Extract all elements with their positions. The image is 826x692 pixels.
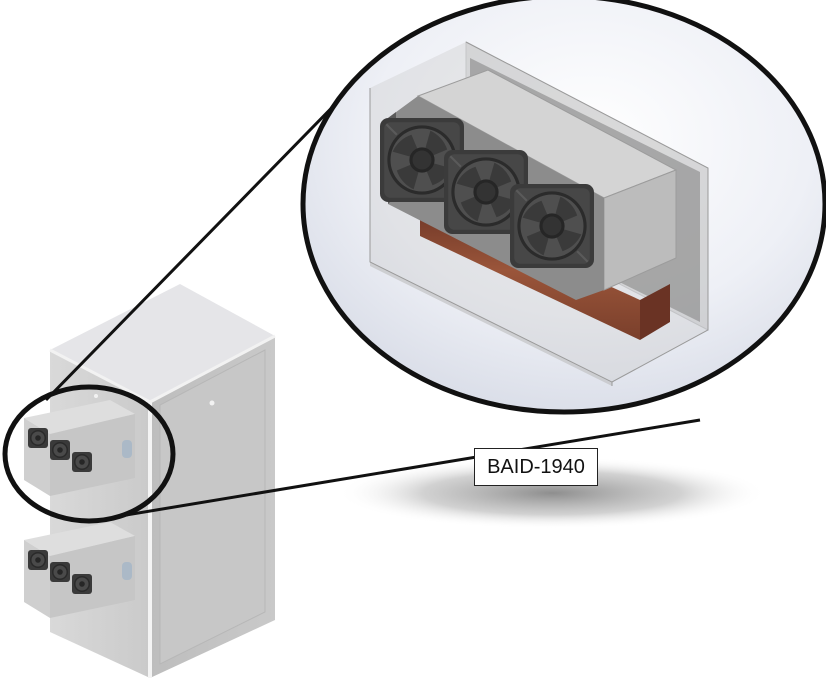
callout-line-bottom — [119, 418, 701, 518]
cooling-unit-upper — [24, 400, 135, 496]
cabinet-side-panel — [159, 349, 266, 665]
magnified-view — [300, 0, 826, 415]
model-label: BAID-1940 — [474, 448, 598, 486]
highlight-ring — [2, 384, 176, 524]
cabinet-top — [50, 284, 275, 402]
callout-line-top — [44, 83, 356, 402]
cabinet-screw-icon — [94, 394, 98, 398]
cooling-unit-lower — [24, 522, 135, 618]
cabinet-screw-icon — [209, 400, 215, 406]
cabinet-top-rim — [49, 334, 276, 404]
fan-icon — [510, 184, 594, 268]
floor-shadow — [337, 457, 767, 529]
